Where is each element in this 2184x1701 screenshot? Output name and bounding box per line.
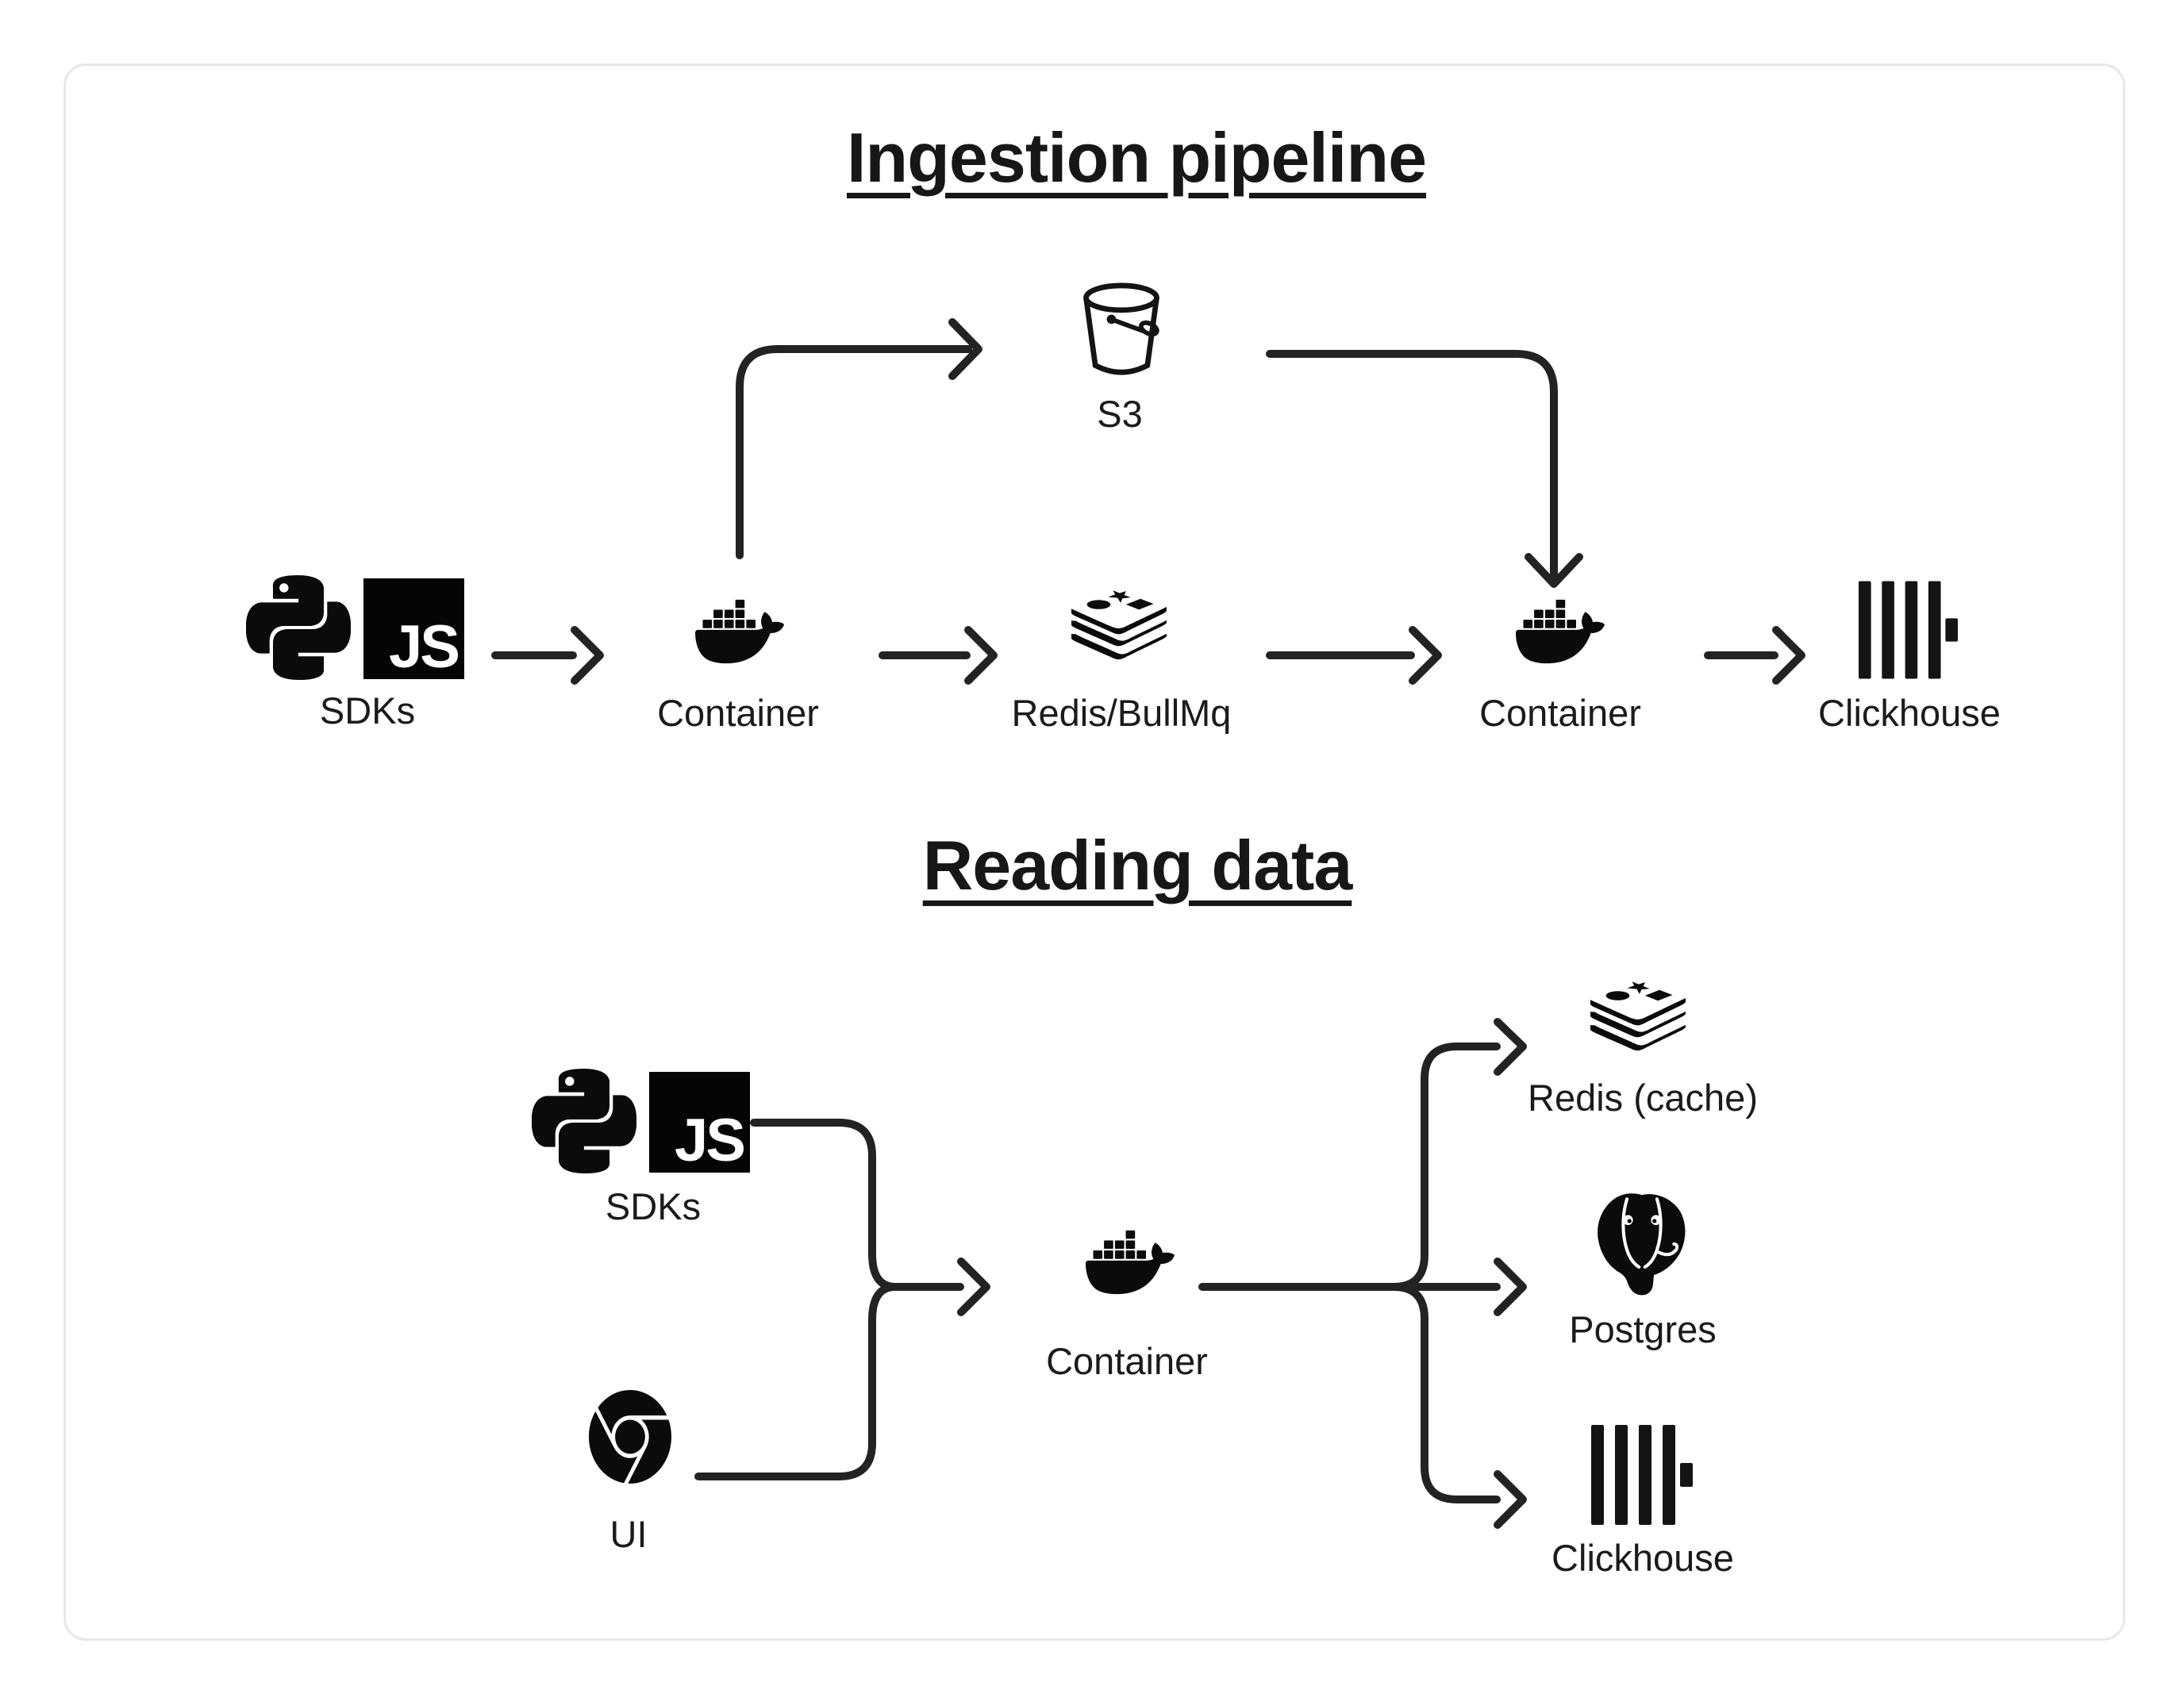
clickhouse-icon bbox=[1591, 1425, 1693, 1525]
node-label: S3 bbox=[1097, 393, 1143, 435]
redis-icon bbox=[1582, 971, 1694, 1066]
node-label: Container bbox=[1046, 1340, 1208, 1382]
docker-icon bbox=[681, 587, 798, 676]
python-icon bbox=[532, 1068, 636, 1174]
python-icon bbox=[246, 574, 351, 681]
node-label: UI bbox=[609, 1513, 648, 1555]
javascript-icon: JS bbox=[363, 578, 464, 679]
node-label: Redis (cache) bbox=[1528, 1077, 1758, 1119]
redis-icon bbox=[1063, 580, 1175, 675]
node-label: Clickhouse bbox=[1551, 1537, 1734, 1579]
node-label: SDKs bbox=[605, 1185, 702, 1227]
node-label: Container bbox=[657, 692, 819, 734]
docker-icon bbox=[1502, 587, 1619, 676]
node-label: Clickhouse bbox=[1818, 692, 2001, 734]
ingestion-title: Ingestion pipeline bbox=[846, 118, 1427, 197]
javascript-icon: JS bbox=[649, 1072, 750, 1173]
clickhouse-icon bbox=[1859, 580, 1958, 680]
docker-icon bbox=[1071, 1218, 1189, 1307]
node-label: Container bbox=[1479, 692, 1641, 734]
node-label: Postgres bbox=[1569, 1308, 1717, 1350]
chrome-browser-icon bbox=[589, 1390, 671, 1484]
diagram-card bbox=[63, 63, 2125, 1641]
postgres-icon bbox=[1592, 1190, 1692, 1298]
node-label: Redis/BullMq bbox=[1011, 692, 1232, 734]
reading-title: Reading data bbox=[922, 826, 1353, 904]
s3-bucket-icon bbox=[1075, 279, 1167, 381]
node-label: SDKs bbox=[319, 689, 416, 731]
